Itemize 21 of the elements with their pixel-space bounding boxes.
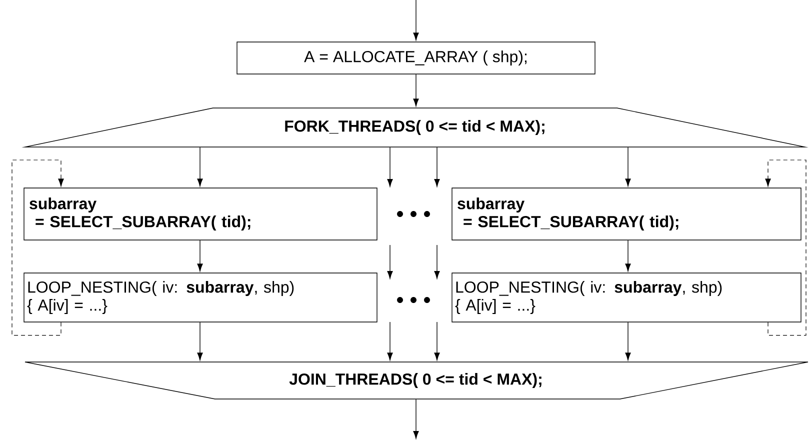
arrow <box>625 322 631 360</box>
arrow <box>434 322 440 360</box>
code-box: LOOP_NESTING( iv: subarray, shp) { A[iv] = ...} <box>452 272 802 322</box>
process-box: A = ALLOCATE_ARRAY ( shp); <box>236 42 596 74</box>
arrow <box>387 147 393 187</box>
join-trapezoid: JOIN_THREADS( 0 <= tid < MAX); <box>24 362 808 400</box>
arrow <box>434 147 440 187</box>
arrow <box>413 0 419 40</box>
arrow <box>197 240 203 272</box>
code-box: subarray = SELECT_SUBARRAY( tid); <box>452 188 802 240</box>
loop-back-arrow <box>765 160 806 336</box>
code-box: subarray = SELECT_SUBARRAY( tid); <box>24 188 378 240</box>
arrow <box>413 74 419 106</box>
arrow <box>197 322 203 360</box>
arrow <box>625 240 631 272</box>
code-box: LOOP_NESTING( iv: subarray, shp) { A[iv] = ...} <box>24 272 378 322</box>
arrow <box>387 322 393 360</box>
arrow <box>625 147 631 186</box>
loop-back-arrow <box>12 160 64 336</box>
arrow <box>197 147 203 186</box>
arrow <box>413 399 419 439</box>
